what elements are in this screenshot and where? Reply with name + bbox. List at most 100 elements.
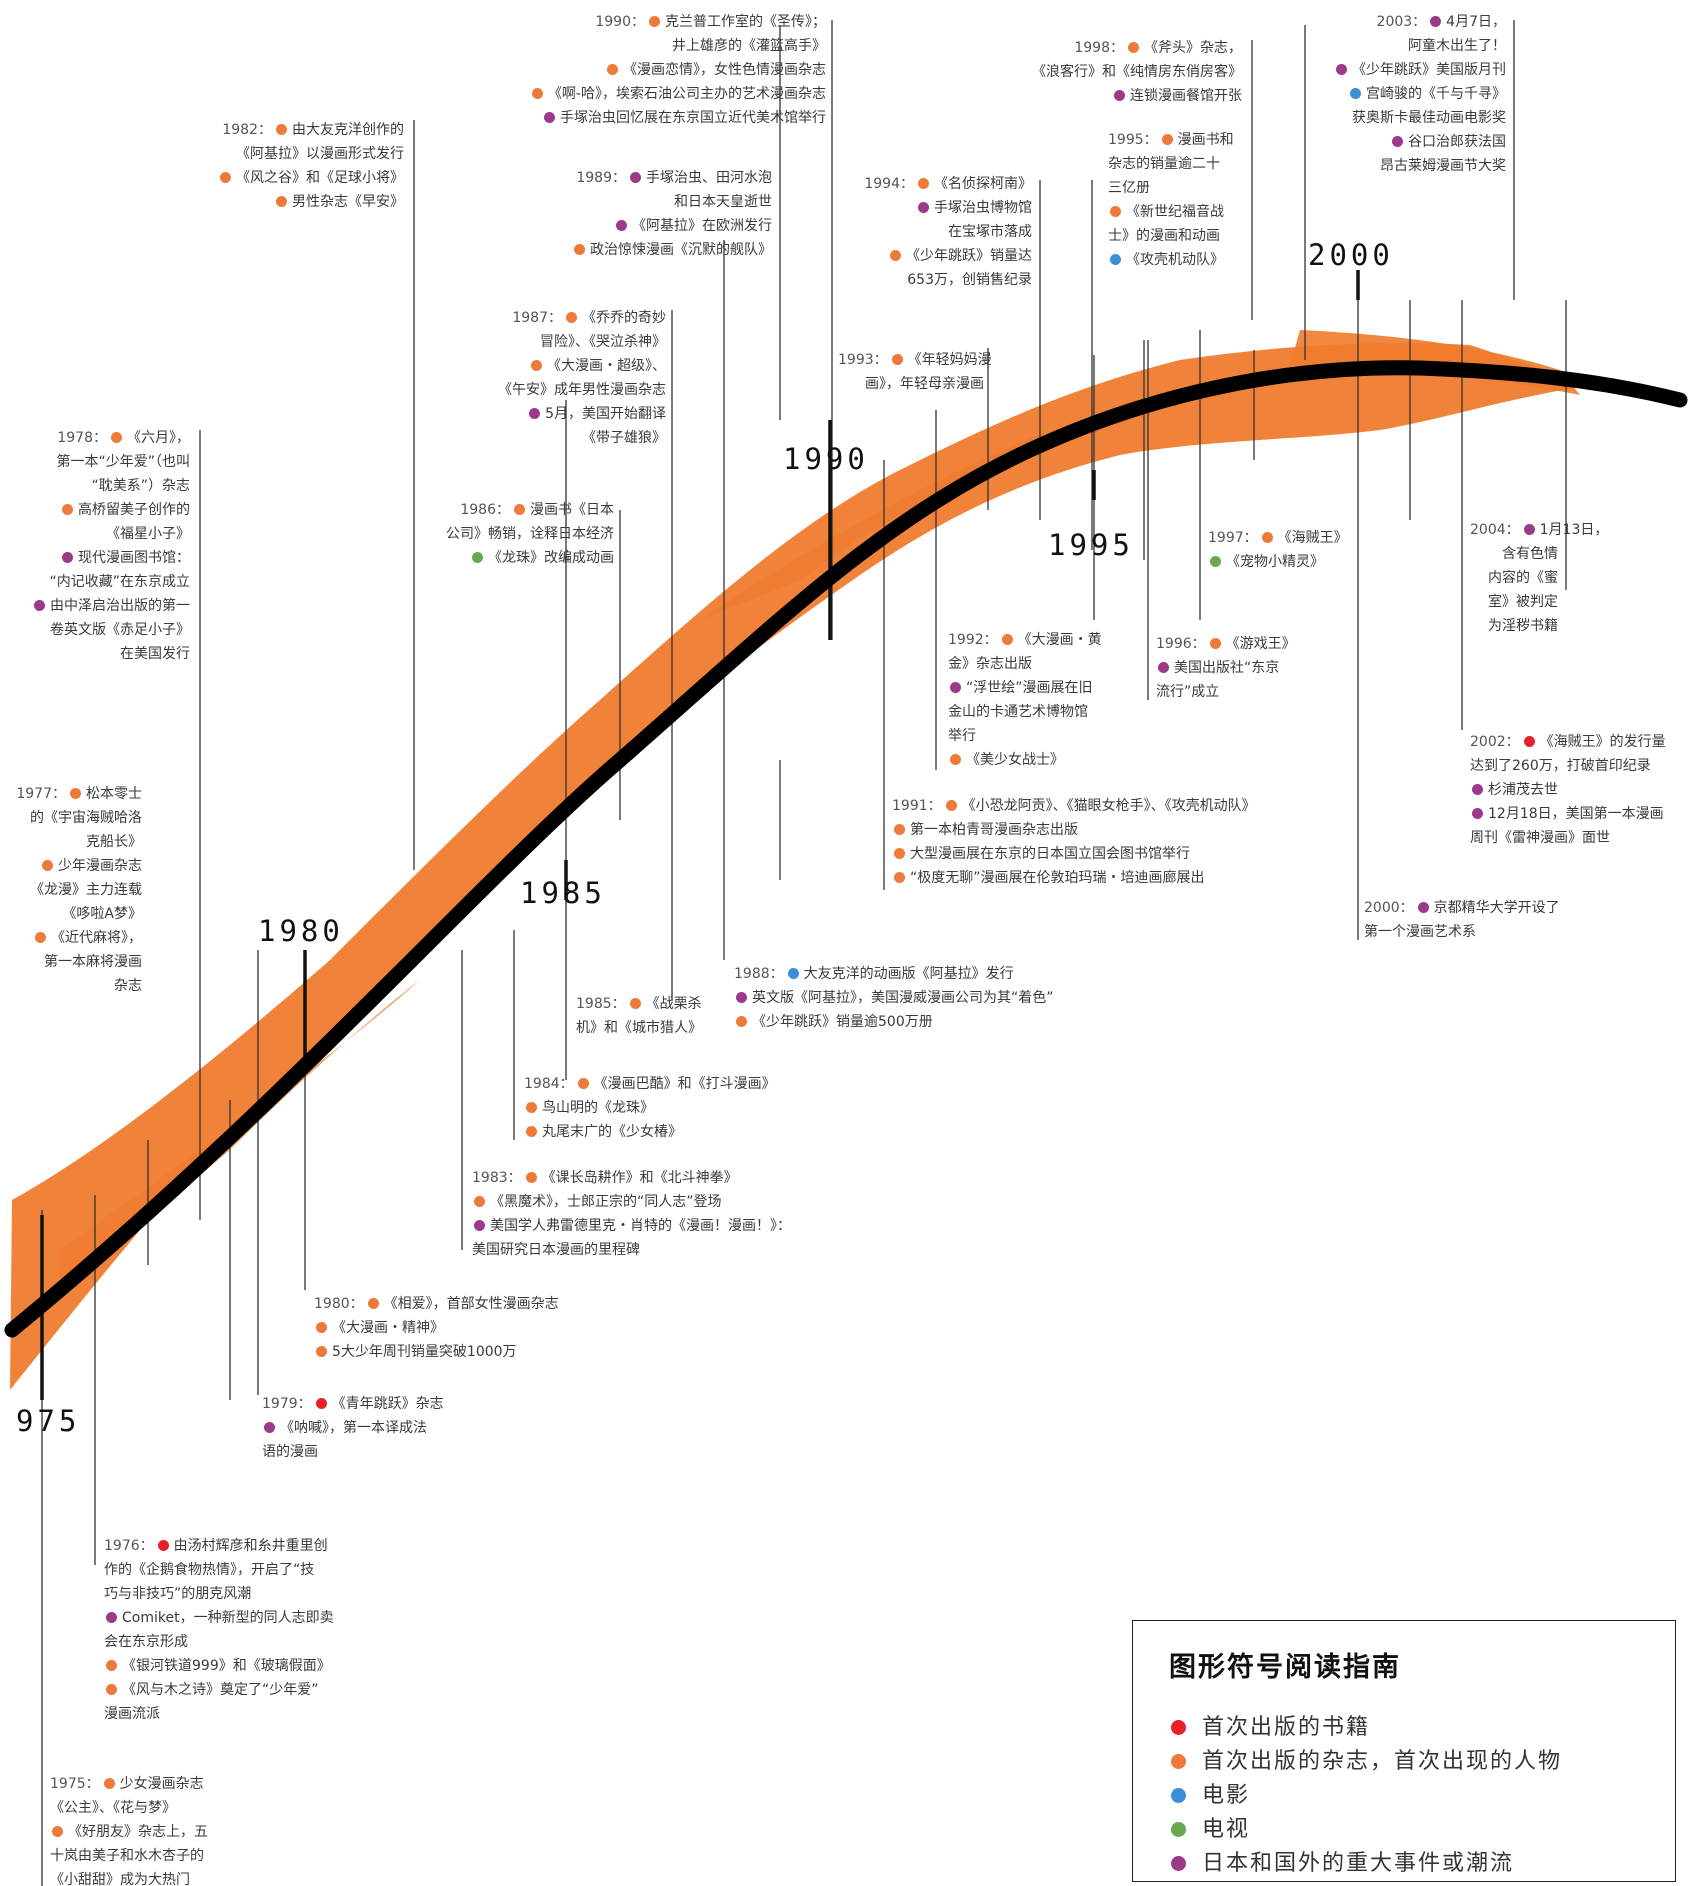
magazine_character-bullet-icon: [1110, 206, 1121, 217]
event-line: 《少年跳跃》销量逾500万册: [734, 1010, 1194, 1034]
event-bullet-icon: [1336, 64, 1347, 75]
event-line: 由中泽启治出版的第一: [20, 594, 190, 618]
event-1986: 1986：漫画书《日本公司》畅销，诠释日本经济《龙珠》改编成动画: [404, 498, 614, 570]
event-year: 2003：: [1376, 14, 1427, 30]
event-text: 大友克洋的动画版《阿基拉》发行: [803, 966, 1014, 982]
event-text: 机》和《城市猎人》: [576, 1020, 702, 1036]
event-line: 美国研究日本漫画的里程碑: [472, 1238, 852, 1262]
magazine_character-bullet-icon: [316, 1322, 327, 1333]
event-text: 美国研究日本漫画的里程碑: [472, 1242, 640, 1258]
event-line: 《哆啦A梦》: [6, 902, 142, 926]
event-text: 《阿基拉》在欧洲发行: [632, 218, 772, 234]
event-line: 杉浦茂去世: [1470, 778, 1680, 802]
event-line: 《宠物小精灵》: [1208, 550, 1360, 574]
event-year: 1980：: [314, 1296, 364, 1312]
event-text: 十岚由美子和水木杏子的: [50, 1848, 204, 1864]
event-line: 《银河铁道999》和《玻璃假面》: [104, 1654, 404, 1678]
event-text: 《青年跳跃》杂志: [331, 1396, 444, 1412]
event-text: 巧与非技巧”的朋克风潮: [104, 1586, 252, 1602]
legend-label: 首次出版的书籍: [1202, 1715, 1371, 1740]
event-year: 1982：: [222, 122, 272, 138]
event-text: 周刊《雷神漫画》面世: [1470, 830, 1610, 846]
book-bullet-icon: [1523, 736, 1535, 747]
event-text: 《名侦探柯南》: [934, 176, 1032, 192]
event-line: 三亿册: [1108, 176, 1256, 200]
event-text: 《攻壳机动队》: [1126, 252, 1224, 268]
event-text: 《游戏王》: [1225, 636, 1296, 652]
magazine_character-bullet-icon: [736, 1016, 747, 1027]
event-line: 在宝塚市落成: [848, 220, 1032, 244]
event-year: 1991：: [892, 798, 942, 814]
magazine_character-bullet-icon: [1001, 634, 1013, 645]
event-text: 《大漫画・黄: [1017, 632, 1102, 648]
magazine_character-bullet-icon: [526, 1126, 537, 1137]
event-1997: 1997：《海贼王》《宠物小精灵》: [1208, 526, 1360, 574]
event-text: 《公主》、《花与梦》: [50, 1800, 176, 1816]
event-year: 1990：: [595, 14, 645, 30]
legend-item-magazine_character: 首次出版的杂志，首次出现的人物: [1169, 1743, 1562, 1775]
event-text: 宫崎骏的《千与千寻》: [1366, 86, 1506, 102]
magazine_character-bullet-icon: [950, 754, 961, 765]
legend-item-book: 首次出版的书籍: [1169, 1709, 1370, 1741]
event-bullet-icon: [616, 220, 627, 231]
event-text: 由中泽启治出版的第一: [50, 598, 190, 614]
event-line: 克船长》: [6, 830, 142, 854]
event-line: 举行: [948, 724, 1130, 748]
event-text: 5月，美国开始翻译: [545, 406, 666, 422]
event-text: 《新世纪福音战: [1126, 204, 1224, 220]
event-bullet-icon: [1430, 16, 1442, 27]
magazine_character-bullet-icon: [1261, 532, 1273, 543]
event-1985: 1985：《战栗杀机》和《城市猎人》: [576, 992, 716, 1040]
event-bullet-icon: [544, 112, 555, 123]
event-line: 获奥斯卡最佳动画电影奖: [1286, 106, 1506, 130]
event-text: 达到了260万，打破首印纪录: [1470, 758, 1651, 774]
magazine_character-bullet-icon: [1161, 134, 1173, 145]
magazine_character-bullet-icon: [367, 1298, 379, 1309]
movie-bullet-icon: [1350, 88, 1361, 99]
movie-bullet-icon: [787, 968, 799, 979]
event-bullet-icon: [1114, 90, 1125, 101]
legend-label: 电影: [1202, 1783, 1251, 1808]
movie-swatch-icon: [1171, 1788, 1186, 1803]
magazine_character-bullet-icon: [566, 312, 577, 323]
event-text: 阿童木出生了！: [1408, 38, 1506, 54]
growth-curve: [4, 360, 1688, 1338]
event-line: “浮世绘”漫画展在旧: [948, 676, 1130, 700]
magazine_character-bullet-icon: [890, 250, 901, 261]
event-line: 2004：1月13日，: [1470, 518, 1608, 542]
event-1998: 1998：《斧头》杂志，《浪客行》和《纯情房东俏房客》连锁漫画餐馆开张: [1010, 36, 1242, 108]
event-line: 《新世纪福音战: [1108, 200, 1256, 224]
event-line: 连锁漫画餐馆开张: [1010, 84, 1242, 108]
magazine_character-bullet-icon: [891, 354, 903, 365]
event-line: 十岚由美子和水木杏子的: [50, 1844, 310, 1868]
event-text: 《银河铁道999》和《玻璃假面》: [122, 1658, 331, 1674]
event-line: 和日本天皇逝世: [552, 190, 772, 214]
event-bullet-icon: [1523, 524, 1535, 535]
event-year: 1979：: [262, 1396, 312, 1412]
event-text: 《带子雄狼》: [582, 430, 666, 446]
event-text: 美国出版社“东京: [1174, 660, 1280, 676]
magazine_character-bullet-icon: [945, 800, 957, 811]
event-text: 内容的《蜜: [1488, 570, 1558, 586]
event-line: 画》，年轻母亲漫画: [838, 372, 984, 396]
event-text: 《斧头》杂志，: [1144, 40, 1242, 56]
event-1978: 1978：《六月》，第一本“少年爱”（也叫“耽美系”）杂志高桥留美子创作的《福星…: [20, 426, 190, 666]
event-line: 《少年跳跃》美国版月刊: [1286, 58, 1506, 82]
magazine_character-bullet-icon: [106, 1684, 117, 1695]
event-bullet-icon: [630, 172, 641, 183]
event-text: 英文版《阿基拉》，美国漫威漫画公司为其“着色”: [752, 990, 1054, 1006]
event-text: 公司》畅销，诠释日本经济: [446, 526, 614, 542]
event-text: 流行”成立: [1156, 684, 1220, 700]
event-year: 1985：: [576, 996, 626, 1012]
event-line: 冒险》、《哭泣杀神》: [490, 330, 666, 354]
event-line: 《带子雄狼》: [490, 426, 666, 450]
event-line: 12月18日，美国第一本漫画: [1470, 802, 1680, 826]
event-line: 含有色情: [1470, 542, 1558, 566]
event-text: 《少年跳跃》美国版月刊: [1352, 62, 1506, 78]
event-text: 作的《企鹅食物热情》，开启了“技: [104, 1562, 315, 1578]
event-text: 手塚治虫回忆展在东京国立近代美术馆举行: [560, 110, 826, 126]
event-year: 2004：: [1470, 522, 1520, 538]
event-text: 《呐喊》，第一本译成法: [280, 1420, 427, 1436]
